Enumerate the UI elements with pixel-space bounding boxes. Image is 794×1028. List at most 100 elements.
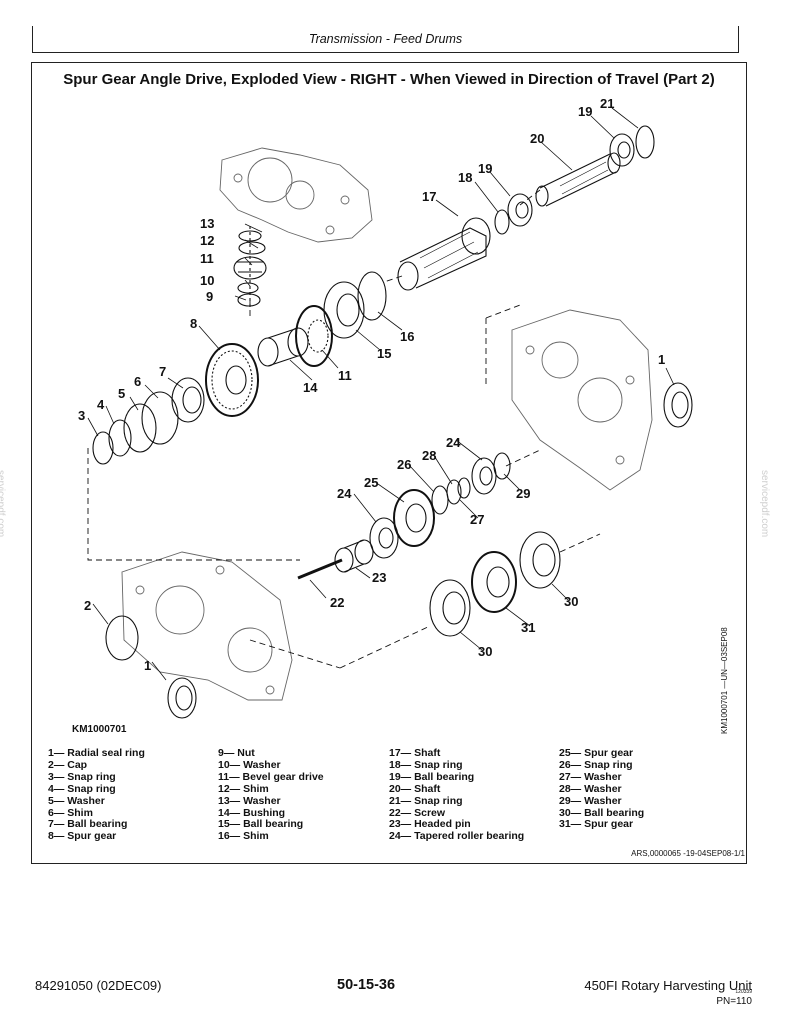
document-number: 84291050 (02DEC09) xyxy=(35,978,162,993)
watermark-right: servicepdf.com xyxy=(759,470,770,538)
legend-item: 26— Snap ring xyxy=(559,758,633,771)
legend-item: 29— Washer xyxy=(559,794,622,807)
callout-1b: 1 xyxy=(144,658,151,673)
callout-19a: 19 xyxy=(478,161,492,176)
ball-bearing-19a xyxy=(507,193,533,227)
shim-16 xyxy=(357,271,387,321)
snap-ring-21 xyxy=(635,125,655,159)
snap-ring-3 xyxy=(92,431,114,465)
legend-item: 6— Shim xyxy=(48,806,93,819)
callout-17: 17 xyxy=(422,189,436,204)
bushing-14 xyxy=(257,327,309,367)
leader-lines xyxy=(87,107,675,681)
bevel-gear-11 xyxy=(295,305,333,367)
legend-item: 16— Shim xyxy=(218,830,269,843)
housing-bottom-left xyxy=(121,551,293,701)
legend-item: 19— Ball bearing xyxy=(389,770,475,783)
callout-31: 31 xyxy=(521,620,535,635)
callout-11a: 11 xyxy=(200,251,214,266)
legend-column-2: 9— Nut 10— Washer 11— Bevel gear drive 1… xyxy=(218,747,324,843)
callout-30b: 30 xyxy=(564,594,578,609)
tapered-roller-bearing-24b xyxy=(471,457,497,495)
legend-column-1: 1— Radial seal ring 2— Cap 3— Snap ring … xyxy=(48,747,145,843)
screw-22 xyxy=(297,558,343,580)
watermark-left: servicepdf.com xyxy=(0,470,6,538)
figure-km-label: KM1000701 xyxy=(72,724,127,735)
washer-28 xyxy=(457,477,471,499)
legend-item: 23— Headed pin xyxy=(389,818,471,831)
callout-6: 6 xyxy=(134,374,141,389)
legend-item: 14— Bushing xyxy=(218,806,286,819)
ball-bearing-30b xyxy=(519,531,561,589)
figure-title: Spur Gear Angle Drive, Exploded View - R… xyxy=(63,71,715,88)
housing-top-left xyxy=(219,147,373,243)
washer-5 xyxy=(123,403,157,453)
legend-item: 9— Nut xyxy=(218,747,255,759)
legend-item: 10— Washer xyxy=(218,758,281,771)
legend-item: 20— Shaft xyxy=(389,782,441,795)
ball-bearing-30a xyxy=(429,579,471,637)
legend-item: 28— Washer xyxy=(559,782,622,795)
callout-3: 3 xyxy=(78,408,85,423)
legend-item: 1— Radial seal ring xyxy=(48,747,145,759)
legend-item: 7— Ball bearing xyxy=(48,818,128,831)
callout-11b: 11 xyxy=(338,368,352,383)
small-code: 120339 xyxy=(735,989,752,995)
seal-ring-1-right xyxy=(663,382,693,428)
figure-vertical-code: KM1000701 —UN—03SEP08 xyxy=(720,627,729,734)
callout-23: 23 xyxy=(372,570,386,585)
legend-item: 11— Bevel gear drive xyxy=(218,770,324,783)
callout-27: 27 xyxy=(470,512,484,527)
legend-item: 21— Snap ring xyxy=(389,794,463,807)
callout-30a: 30 xyxy=(478,644,492,659)
callout-8: 8 xyxy=(190,316,197,331)
callout-24a: 24 xyxy=(337,486,352,501)
legend-item: 30— Ball bearing xyxy=(559,806,645,819)
legend-item: 24— Tapered roller bearing xyxy=(389,830,525,843)
spur-gear-8 xyxy=(205,343,259,417)
headed-pin-23 xyxy=(334,539,374,573)
callout-18: 18 xyxy=(458,170,472,185)
legend-item: 5— Washer xyxy=(48,794,105,807)
callout-1a: 1 xyxy=(658,352,665,367)
legend-item: 18— Snap ring xyxy=(389,758,463,771)
callout-16: 16 xyxy=(400,329,414,344)
callout-7: 7 xyxy=(159,364,166,379)
figure-reference-code: ARS,0000065 -19-04SEP08-1/1 xyxy=(631,849,745,858)
snap-ring-4 xyxy=(108,419,132,457)
callout-15: 15 xyxy=(377,346,391,361)
ball-bearing-19b xyxy=(609,133,635,167)
callout-20: 20 xyxy=(530,131,544,146)
legend-item: 25— Spur gear xyxy=(559,747,634,759)
section-title: Transmission - Feed Drums xyxy=(308,32,463,46)
snap-ring-18 xyxy=(494,209,510,235)
snap-ring-26 xyxy=(431,485,449,515)
legend-item: 15— Ball bearing xyxy=(218,818,304,831)
housing-right xyxy=(511,309,653,491)
callout-13: 13 xyxy=(200,216,214,231)
page-number: 50-15-36 xyxy=(337,977,396,993)
callout-28: 28 xyxy=(422,448,436,463)
callout-5: 5 xyxy=(118,386,125,401)
ball-bearing-7 xyxy=(171,377,205,423)
callout-2: 2 xyxy=(84,598,91,613)
legend-item: 8— Spur gear xyxy=(48,830,117,843)
callout-22: 22 xyxy=(330,595,344,610)
ball-bearing-15 xyxy=(323,281,365,339)
cap-2 xyxy=(105,615,139,661)
assembly-lines xyxy=(87,189,601,669)
legend-item: 31— Spur gear xyxy=(559,818,634,831)
callout-14: 14 xyxy=(303,380,318,395)
legend-item: 3— Snap ring xyxy=(48,770,116,783)
spur-gear-31 xyxy=(471,551,517,613)
seal-ring-1-lower xyxy=(167,677,197,719)
callout-12: 12 xyxy=(200,233,214,248)
callout-19b: 19 xyxy=(578,104,592,119)
product-name: 450FI Rotary Harvesting Unit xyxy=(584,978,752,993)
legend-column-4: 25— Spur gear 26— Snap ring 27— Washer 2… xyxy=(559,747,645,831)
legend-item: 13— Washer xyxy=(218,794,281,807)
callout-24b: 24 xyxy=(446,435,461,450)
washer-27 xyxy=(446,479,462,505)
legend-item: 12— Shim xyxy=(218,782,269,795)
callout-9: 9 xyxy=(206,289,213,304)
